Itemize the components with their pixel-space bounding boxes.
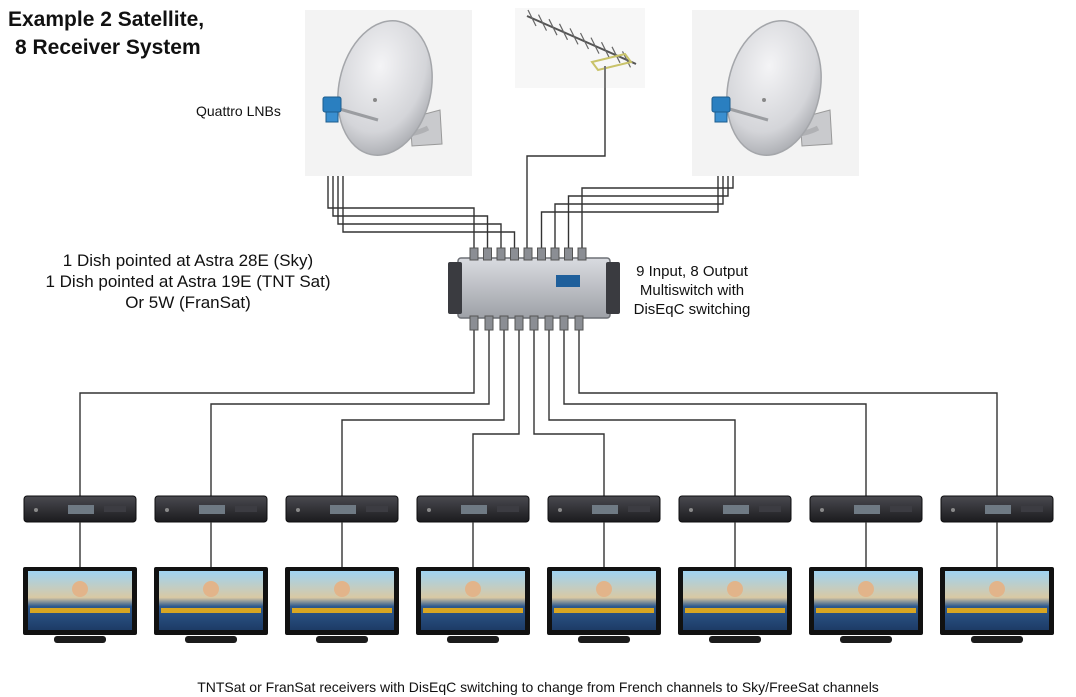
television	[547, 567, 661, 643]
aerial-element	[600, 41, 611, 59]
input-port	[564, 247, 573, 261]
satellite-receiver	[23, 495, 137, 523]
dish-info-line: 1 Dish pointed at Astra 28E (Sky)	[62, 251, 314, 270]
input-port	[537, 247, 546, 261]
input-port	[510, 247, 519, 261]
television	[23, 567, 137, 643]
output-port	[574, 315, 584, 331]
cable	[533, 330, 605, 496]
terrestrial-aerial	[515, 8, 645, 88]
multiswitch-info: 9 Input, 8 Output Multiswitch with DisEq…	[622, 262, 762, 319]
aerial-element	[527, 9, 537, 27]
output-port	[559, 315, 569, 331]
satellite-receiver	[416, 495, 530, 523]
input-port	[550, 247, 560, 261]
input-port	[496, 247, 506, 261]
television	[678, 567, 792, 643]
title-line-2: 8 Receiver System	[15, 36, 201, 59]
television	[416, 567, 530, 643]
output-port	[514, 315, 524, 331]
output-port	[484, 315, 494, 331]
satellite-receiver	[285, 495, 399, 523]
lnb-label: Quattro LNBs	[196, 103, 281, 119]
cable	[563, 330, 867, 496]
dish-info: 1 Dish pointed at Astra 28E (Sky) 1 Dish…	[18, 250, 358, 313]
satellite-receiver	[678, 495, 792, 523]
television	[809, 567, 923, 643]
aerial-element	[590, 37, 600, 54]
aerial-element	[558, 23, 569, 41]
input-port	[469, 247, 479, 261]
output-port	[529, 315, 539, 331]
left-satellite-dish	[305, 10, 472, 176]
satellite-receiver	[809, 495, 923, 523]
footer-caption: TNTSat or FranSat receivers with DisEqC …	[197, 679, 879, 695]
output-port	[499, 315, 509, 331]
cable	[79, 330, 475, 496]
switch-info-line: DisEqC switching	[633, 301, 751, 318]
input-port	[483, 247, 492, 261]
aerial-element	[569, 28, 579, 45]
aerial-element	[537, 14, 548, 31]
multiswitch	[448, 247, 620, 331]
aerial-element	[548, 18, 558, 36]
right-quattro-lnb-icon	[711, 96, 731, 123]
switch-info-line: Multiswitch with	[639, 282, 745, 299]
television	[940, 567, 1054, 643]
diagram-title: Example 2 Satellite, 8 Receiver System	[8, 6, 204, 62]
cable	[341, 330, 505, 496]
television	[285, 567, 399, 643]
output-port	[469, 315, 479, 331]
cable	[472, 330, 520, 496]
cable	[526, 88, 606, 250]
dish-info-line: 1 Dish pointed at Astra 19E (TNT Sat)	[45, 272, 331, 291]
right-satellite-dish	[692, 10, 859, 176]
cable	[578, 330, 998, 496]
dish-info-line: Or 5W (FranSat)	[125, 293, 251, 312]
cable	[548, 330, 736, 496]
aerial-element	[579, 32, 590, 50]
satellite-receiver	[154, 495, 268, 523]
title-line-1: Example 2 Satellite,	[8, 8, 205, 31]
output-port	[544, 315, 554, 331]
left-quattro-lnb-icon	[322, 96, 342, 123]
satellite-receiver	[940, 495, 1054, 523]
switch-info-line: 9 Input, 8 Output	[636, 263, 748, 280]
television	[154, 567, 268, 643]
input-port	[577, 247, 587, 261]
aerial-element	[611, 46, 621, 64]
satellite-receiver	[547, 495, 661, 523]
input-port	[523, 247, 533, 261]
cable	[210, 330, 490, 496]
